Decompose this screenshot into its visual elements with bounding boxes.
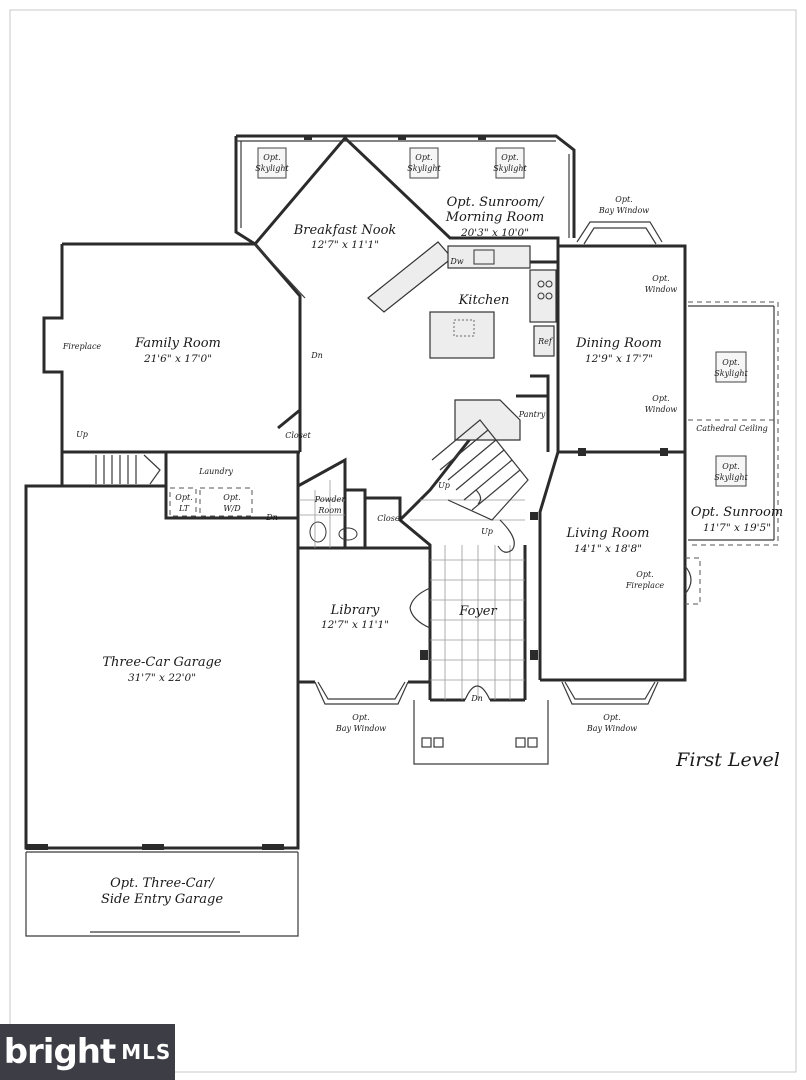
breakfast-nook-dim: 12'7" x 11'1" (311, 239, 379, 251)
skylight-label-4b: Skylight (714, 369, 748, 378)
dn-label-laundry: Dn (265, 513, 278, 522)
skylight-label-3b: Skylight (493, 164, 527, 173)
dining-room-name: Dining Room (575, 336, 662, 351)
powder-fixtures (300, 480, 358, 548)
garage-dim: 31'7" x 22'0" (128, 672, 196, 684)
sunroom-windows (236, 140, 663, 245)
skylight-label-1b: Skylight (255, 164, 289, 173)
library-doors (409, 587, 431, 629)
brand-name: bright (3, 1032, 117, 1072)
side-garage-name: Opt. Three-Car/ (110, 876, 215, 891)
window-label-2: Opt. (652, 394, 669, 403)
laundry-fixtures (169, 487, 253, 517)
closet-label-family: Closet (285, 431, 311, 440)
labels: Opt. Skylight Opt. Skylight Opt. Skyligh… (62, 153, 783, 907)
bright-mls-logo: bright MLS (0, 1024, 175, 1080)
opt-lt-label: Opt. (175, 493, 192, 502)
cathedral-label: Cathedral Ceiling (696, 424, 768, 433)
fireplace-label: Fireplace (62, 342, 102, 351)
opt-sunroom-name: Opt. Sunroom (691, 505, 783, 520)
opt-fireplace-label: Opt. (636, 570, 653, 579)
skylight-label-2b: Skylight (407, 164, 441, 173)
powder-room-name: Powder (314, 495, 347, 504)
dn-label-family: Dn (310, 351, 323, 360)
family-room-name: Family Room (134, 336, 221, 351)
bay-window-label-library: Opt. (352, 713, 369, 722)
dining-room-dim: 12'9" x 17'7" (585, 353, 653, 365)
window-label-1b: Window (645, 285, 678, 294)
kitchen-counters (367, 241, 557, 441)
living-room-name: Living Room (566, 526, 650, 541)
page-frame (9, 9, 797, 1073)
opt-wd-label: Opt. (223, 493, 240, 502)
foyer-name: Foyer (458, 604, 497, 619)
skylight-label-3: Opt. (501, 153, 518, 162)
opt-fireplace-label-b: Fireplace (625, 581, 665, 590)
kitchen-name: Kitchen (458, 293, 510, 308)
lt-label: LT (178, 504, 190, 513)
bay-window-label-library-b: Bay Window (335, 724, 386, 733)
front-porch (413, 685, 549, 765)
bay-window-label-top: Opt. (615, 195, 632, 204)
wd-label: W/D (223, 504, 241, 513)
foyer-tile-grid (410, 499, 525, 700)
bay-window-label-living: Opt. (603, 713, 620, 722)
family-room-dim: 21'6" x 17'0" (143, 353, 212, 365)
up-label-stairs-2: Up (481, 527, 493, 536)
opt-sunroom-outline (688, 301, 779, 546)
pantry-label: Pantry (518, 410, 546, 419)
window-label-1: Opt. (652, 274, 669, 283)
bay-window-label-top-b: Bay Window (598, 206, 649, 215)
library-name: Library (330, 603, 380, 618)
living-room-dim: 14'1" x 18'8" (574, 543, 642, 555)
opt-fireplace (684, 557, 701, 605)
opt-side-garage (25, 851, 299, 937)
library-dim: 12'7" x 11'1" (321, 619, 389, 631)
up-label-laundry: Up (76, 430, 88, 439)
laundry-label: Laundry (198, 467, 233, 476)
skylights (257, 147, 747, 487)
ref-label: Ref (537, 337, 554, 346)
sunroom-name: Opt. Sunroom/ (447, 195, 545, 210)
window-label-2b: Window (645, 405, 678, 414)
bay-window-label-living-b: Bay Window (586, 724, 637, 733)
up-label-stairs-1: Up (438, 481, 450, 490)
skylight-label-5: Opt. (722, 462, 739, 471)
sunroom-name-2: Morning Room (445, 210, 544, 225)
plan-title: First Level (675, 749, 780, 771)
skylight-label-2: Opt. (415, 153, 432, 162)
skylight-label-5b: Skylight (714, 473, 748, 482)
garage-name: Three-Car Garage (102, 655, 222, 670)
staircase (95, 419, 529, 553)
powder-room-name-2: Room (317, 506, 342, 515)
breakfast-nook-name: Breakfast Nook (293, 223, 397, 238)
dn-label-foyer: Dn (470, 694, 483, 703)
opt-sunroom-dim: 11'7" x 19'5" (703, 522, 771, 534)
dw-label: Dw (449, 257, 463, 266)
side-garage-name-2: Side Entry Garage (101, 892, 223, 907)
skylight-label-4: Opt. (722, 358, 739, 367)
bay-windows (314, 681, 659, 705)
sunroom-dim: 20'3" x 10'0" (460, 227, 529, 239)
pillars (26, 135, 668, 850)
closet-label-foyer: Closet (377, 514, 403, 523)
skylight-label-1: Opt. (263, 153, 280, 162)
brand-suffix: MLS (121, 1040, 172, 1064)
